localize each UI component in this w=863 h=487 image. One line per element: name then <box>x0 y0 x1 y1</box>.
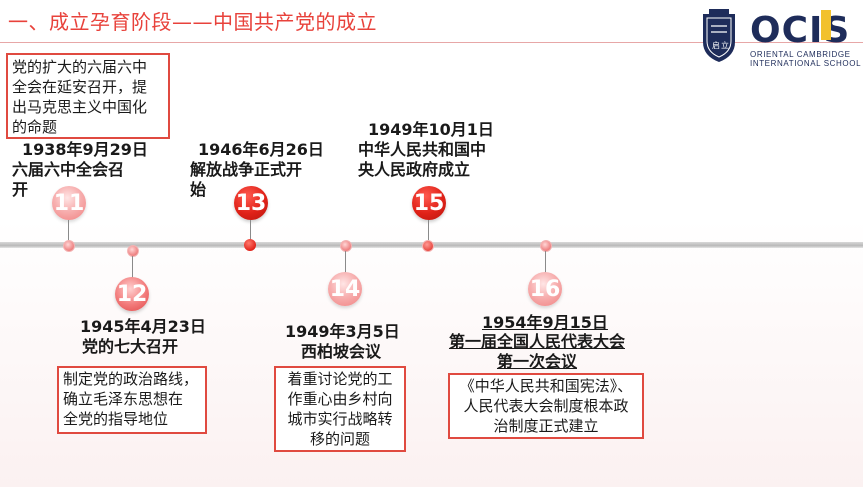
event-15-date: 1949年10月1日 <box>368 120 494 139</box>
event-16-dot <box>540 240 552 252</box>
event-14-detail-box: 着重讨论党的工 作重心由乡村向 城市实行战略转 移的问题 <box>274 366 406 452</box>
event-14-date: 1949年3月5日 <box>285 322 400 341</box>
brand-logo-accent <box>821 10 831 40</box>
page-title: 一、成立孕育阶段——中国共产党的成立 <box>8 10 377 34</box>
event-12-desc: 党的七大召开 <box>82 337 179 356</box>
svg-text:立: 立 <box>721 40 729 50</box>
event-13-date: 1946年6月26日 <box>198 140 324 159</box>
school-crest-icon: 启 立 <box>703 9 735 62</box>
event-13-badge: 13 <box>234 186 268 220</box>
event-14-badge: 14 <box>328 272 362 306</box>
event-14-connector <box>345 251 346 273</box>
event-15-connector <box>428 220 429 242</box>
event-13-dot <box>244 239 256 251</box>
event-16-desc: 第一届全国人民代表大会 第一次会议 <box>448 332 625 371</box>
event-15-badge: 15 <box>412 186 446 220</box>
event-12-badge: 12 <box>115 277 149 311</box>
event-12-connector <box>132 256 133 278</box>
event-12-date: 1945年4月23日 <box>80 317 206 336</box>
event-11-date: 1938年9月29日 <box>22 140 148 159</box>
event-16-connector <box>545 251 546 273</box>
note-box-sixth-plenum: 党的扩大的六届六中 全会在延安召开，提 出马克思主义中国化 的命题 <box>6 53 170 139</box>
event-16-date: 1954年9月15日 <box>482 313 608 332</box>
event-14-dot <box>340 240 352 252</box>
event-14-desc: 西柏坡会议 <box>301 342 382 361</box>
brand-logo-text: OCIS <box>750 10 851 51</box>
event-15-dot <box>422 240 434 252</box>
event-11-desc: 六届六中全会召开 <box>12 160 125 199</box>
event-13-connector <box>250 220 251 242</box>
event-11-connector <box>68 220 69 242</box>
event-13-desc: 解放战争正式开始 <box>190 160 303 199</box>
event-15-desc: 中华人民共和国中央人民政府成立 <box>358 140 487 179</box>
brand-logo-subtitle: ORIENTAL CAMBRIDGE INTERNATIONAL SCHOOL <box>750 50 862 68</box>
event-12-dot <box>127 245 139 257</box>
event-16-detail-box: 《中华人民共和国宪法》、 人民代表大会制度根本政 治制度正式建立 <box>448 373 644 439</box>
title-divider <box>0 42 863 43</box>
event-16-badge: 16 <box>528 272 562 306</box>
svg-text:启: 启 <box>712 40 720 50</box>
event-11-dot <box>63 240 75 252</box>
event-11-badge: 11 <box>52 186 86 220</box>
event-12-detail-box: 制定党的政治路线， 确立毛泽东思想在 全党的指导地位 <box>57 366 207 434</box>
